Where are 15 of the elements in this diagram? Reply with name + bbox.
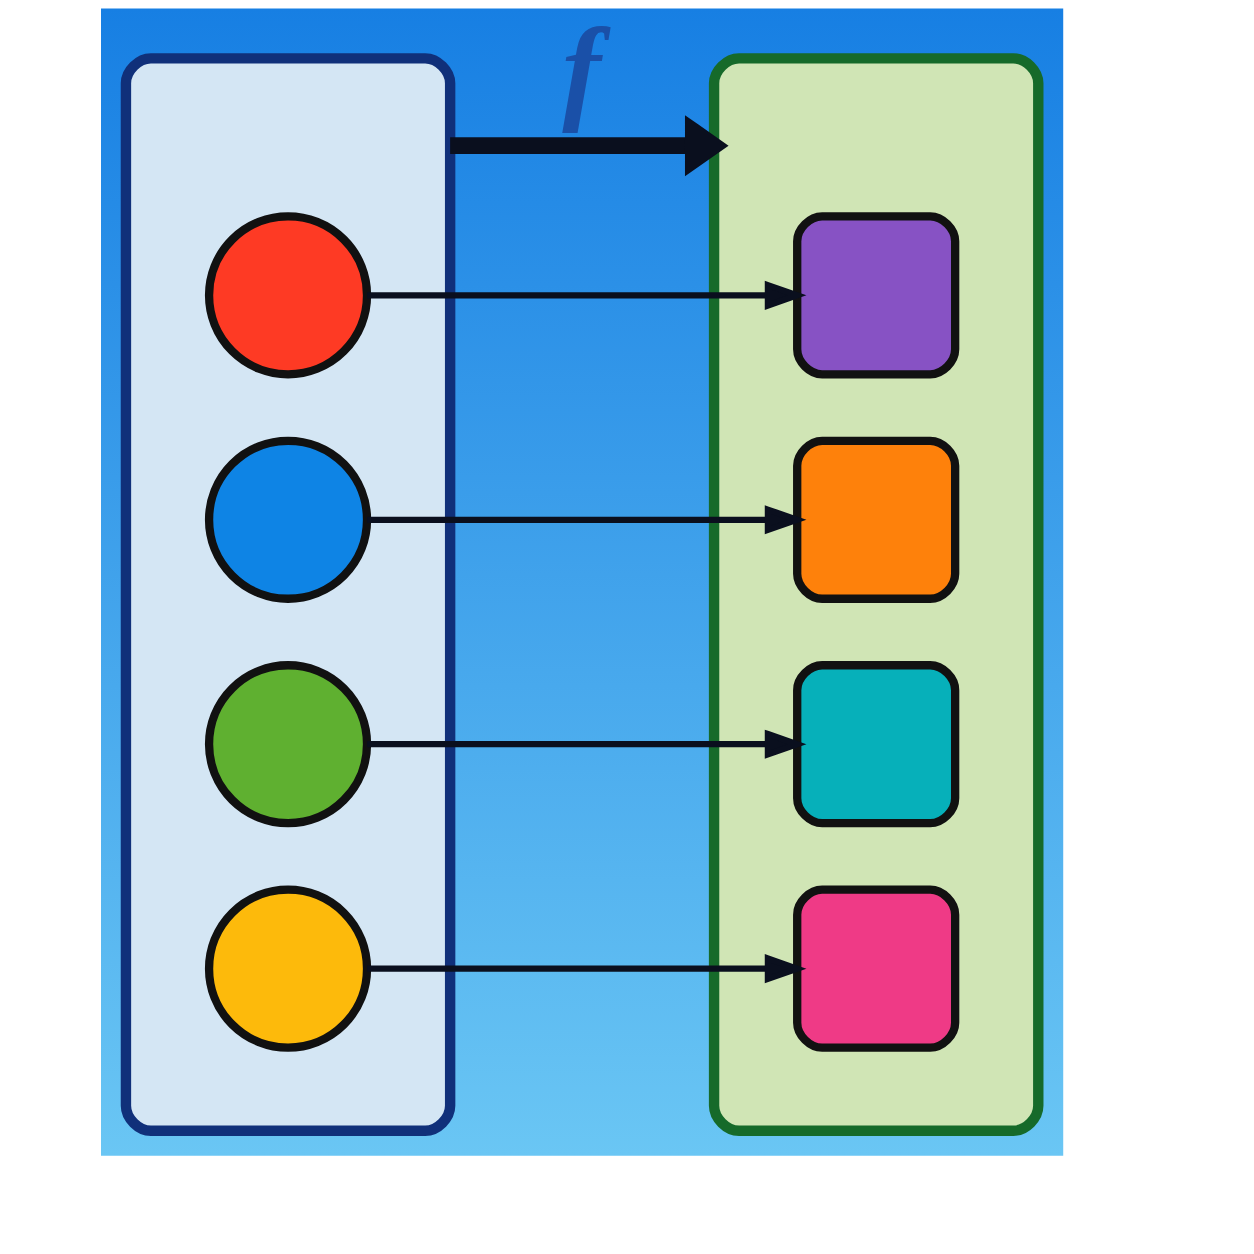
- node-square: [793, 436, 960, 603]
- node-square: [793, 212, 960, 379]
- node-circle: [204, 661, 372, 828]
- arrow: [367, 954, 807, 984]
- node-circle: [204, 212, 372, 379]
- node-square: [793, 885, 960, 1052]
- arrow: [367, 280, 807, 310]
- node-circle: [204, 885, 372, 1052]
- node-circle: [204, 436, 372, 603]
- arrow: [367, 729, 807, 759]
- node-square: [793, 661, 960, 828]
- arrow: [367, 505, 807, 535]
- cluster: [120, 53, 456, 1136]
- arrow: [450, 115, 729, 177]
- cluster: [708, 53, 1044, 1136]
